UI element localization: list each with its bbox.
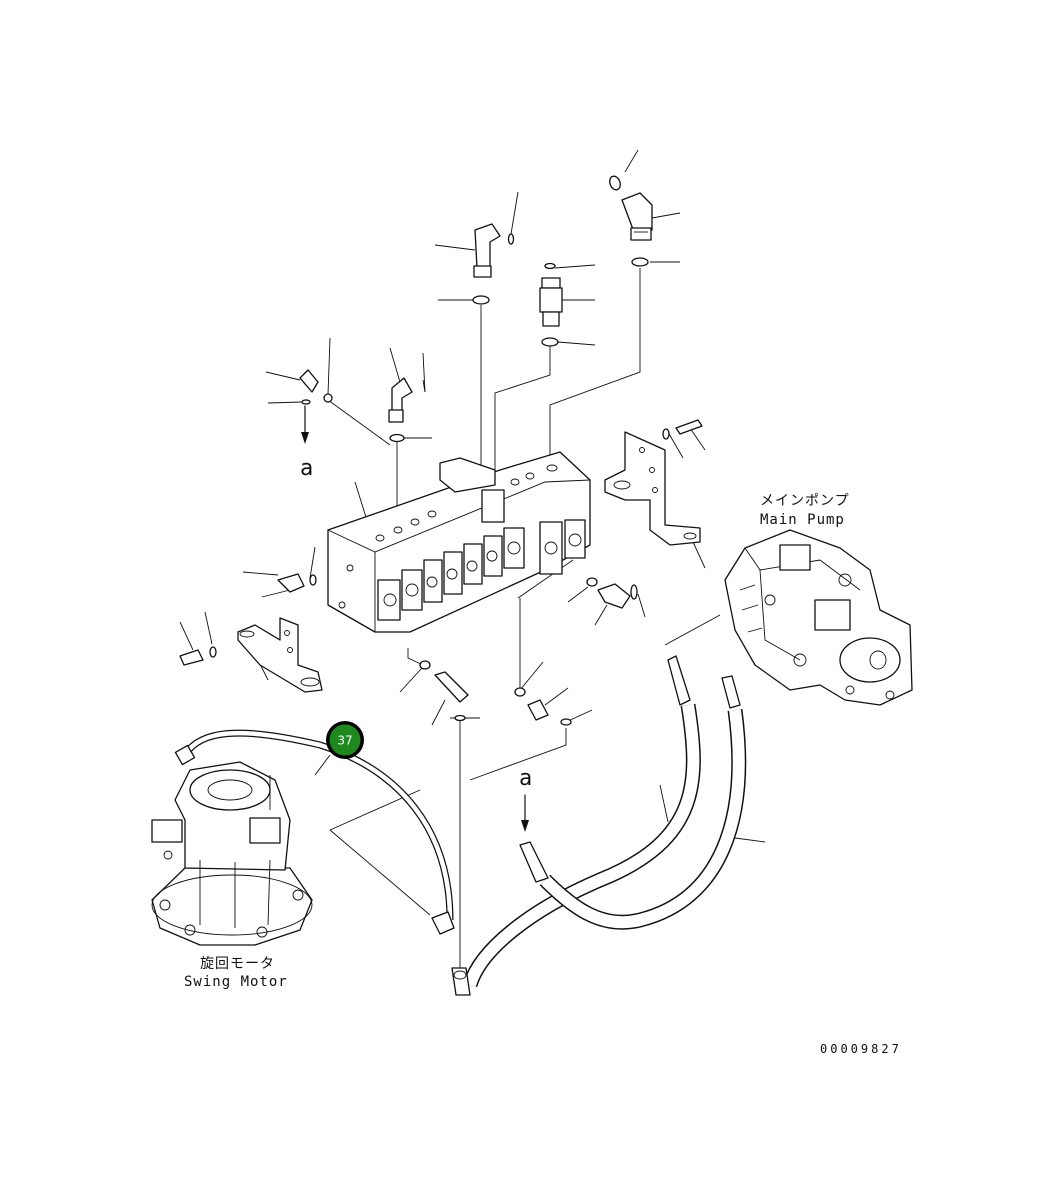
main-pump [724, 529, 913, 706]
bracket-right [604, 419, 703, 546]
top-fittings [472, 175, 653, 347]
swing-motor [151, 761, 313, 946]
view-ref-label-top: a [300, 456, 314, 481]
drawing-number: 00009827 [820, 1042, 902, 1056]
elbow-fitting-right [621, 192, 653, 241]
view-ref-arrow-top: a [300, 405, 314, 481]
swing-motor-label-jp: 旋回モータ [200, 956, 275, 972]
view-ref-label-bottom: a [519, 766, 533, 791]
upper-left-fittings [299, 369, 426, 443]
bracket-left [179, 617, 323, 693]
callout-37-number: 37 [337, 734, 352, 748]
lower-fittings [277, 573, 638, 726]
swing-motor-label-en: Swing Motor [184, 974, 288, 990]
check-valve [539, 277, 563, 327]
valve-ports [338, 464, 558, 609]
hoses [174, 655, 747, 996]
elbow-fitting-left [473, 223, 501, 278]
callout-37-fill [329, 724, 361, 756]
view-ref-arrow-bottom: a [519, 766, 533, 832]
valve-spools [377, 519, 586, 621]
control-valve-block [327, 451, 591, 633]
main-pump-label-en: Main Pump [760, 512, 845, 528]
main-pump-label-jp: メインポンプ [760, 493, 850, 509]
callout-37[interactable]: 37 [326, 721, 364, 759]
